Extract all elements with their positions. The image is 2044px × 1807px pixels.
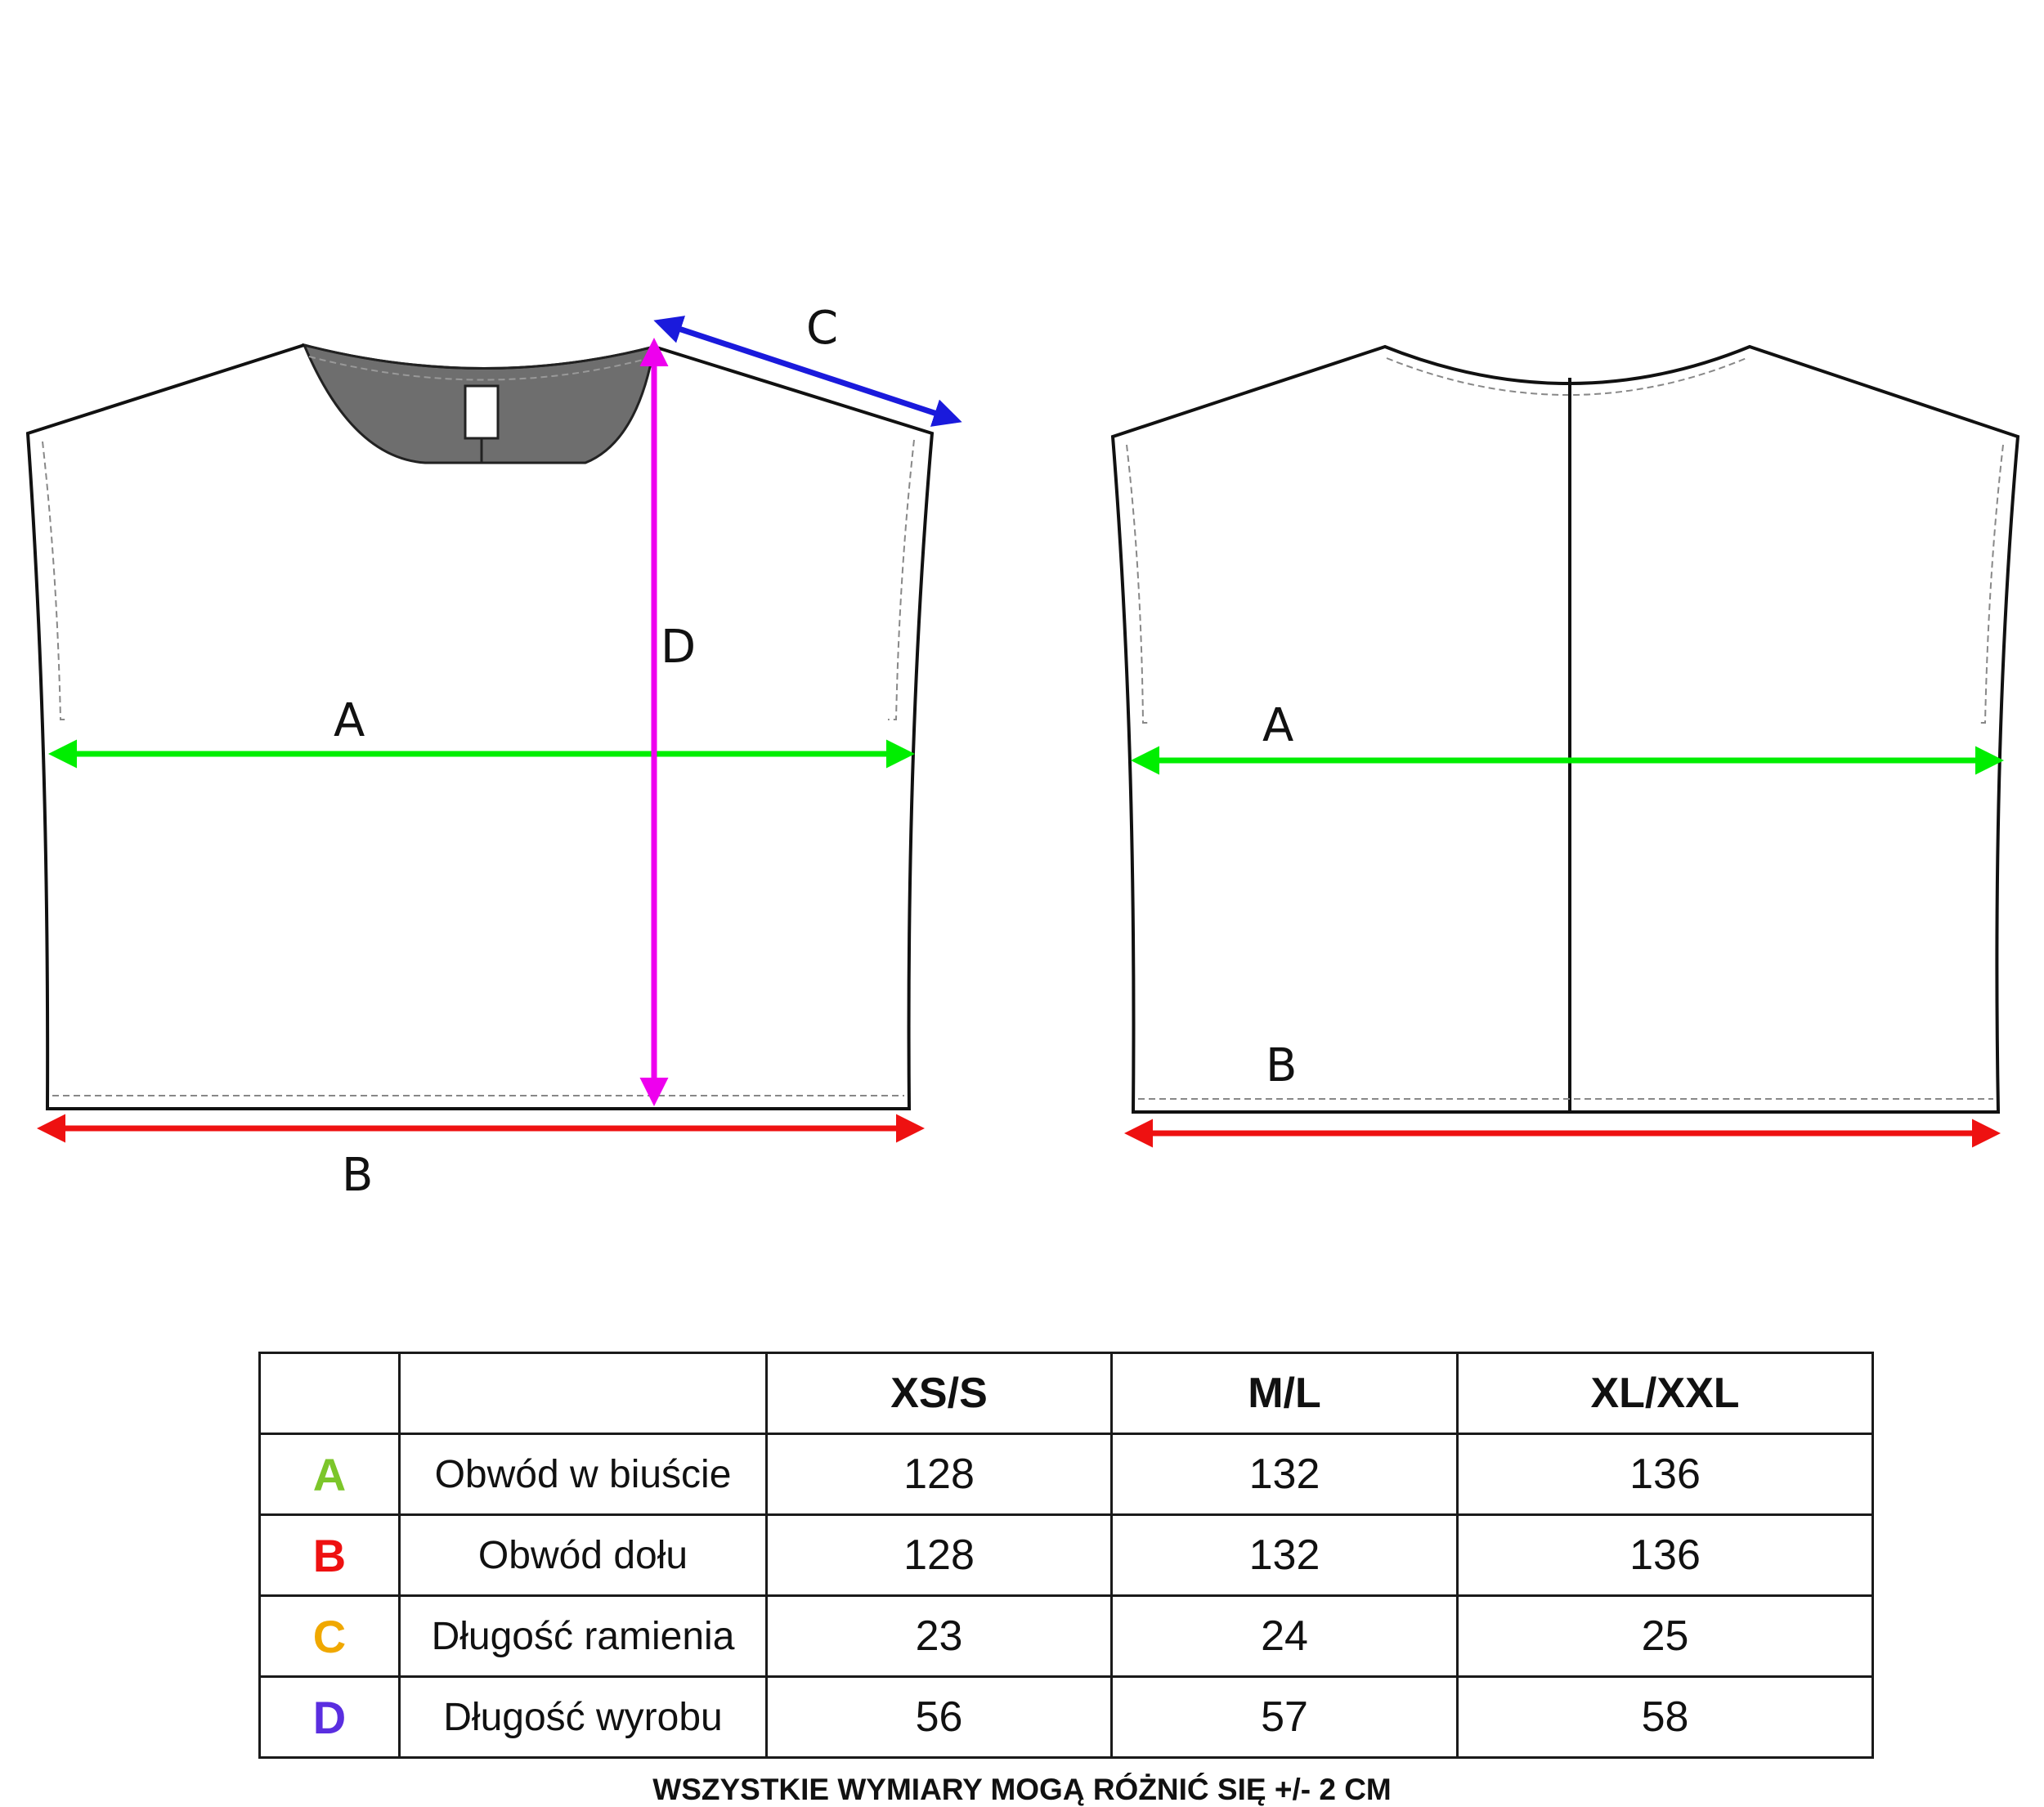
row-letter: D — [258, 1675, 401, 1759]
row-value: 132 — [1110, 1433, 1459, 1516]
front-label-b: B — [342, 1149, 373, 1202]
row-measure-name: Długość ramienia — [398, 1594, 768, 1678]
back-label-b: B — [1266, 1039, 1297, 1092]
table-row: C Długość ramienia 23 24 25 — [258, 1594, 1874, 1678]
row-value: 128 — [765, 1433, 1113, 1516]
row-value: 25 — [1456, 1594, 1874, 1678]
row-value: 57 — [1110, 1675, 1459, 1759]
front-neck-binding — [303, 343, 655, 370]
front-neck-stitch — [308, 356, 650, 381]
header-size-m-l: M/L — [1110, 1352, 1459, 1435]
row-letter: C — [258, 1594, 401, 1678]
front-outline — [25, 343, 935, 1110]
row-measure-name: Obwód dołu — [398, 1513, 768, 1597]
header-size-xs-s: XS/S — [765, 1352, 1113, 1435]
table-row: D Długość wyrobu 56 57 58 — [258, 1675, 1874, 1759]
table-row: B Obwód dołu 128 132 136 — [258, 1513, 1874, 1597]
garment-diagram: A B C D A B — [25, 302, 2020, 1202]
row-value: 136 — [1456, 1513, 1874, 1597]
size-table: XS/S M/L XL/XXL A Obwód w biuście 128 13… — [258, 1352, 1874, 1759]
back-label-a: A — [1262, 699, 1293, 752]
row-value: 23 — [765, 1594, 1113, 1678]
front-label-d: D — [661, 621, 696, 674]
header-size-xl-xxl: XL/XXL — [1456, 1352, 1874, 1435]
row-value: 132 — [1110, 1513, 1459, 1597]
row-measure-name: Długość wyrobu — [398, 1675, 768, 1759]
front-placket — [464, 384, 500, 440]
row-value: 58 — [1456, 1675, 1874, 1759]
back-neck-stitch — [1386, 357, 1747, 396]
row-measure-name: Obwód w biuście — [398, 1433, 768, 1516]
row-letter: A — [258, 1433, 401, 1516]
front-label-a: A — [334, 694, 365, 747]
row-value: 56 — [765, 1675, 1113, 1759]
row-value: 128 — [765, 1513, 1113, 1597]
back-view: A B — [1110, 344, 2020, 1148]
back-left-armhole-stitch — [1126, 444, 1151, 724]
back-right-armhole-stitch — [1977, 444, 2004, 724]
row-value: 136 — [1456, 1433, 1874, 1516]
header-cell — [398, 1352, 768, 1435]
front-left-armhole-stitch — [42, 441, 69, 720]
table-row: A Obwód w biuście 128 132 136 — [258, 1433, 1874, 1516]
footnote: WSZYSTKIE WYMIARY MOGĄ RÓŻNIĆ SIĘ +/- 2 … — [652, 1773, 1392, 1806]
front-arrow-c — [653, 316, 962, 427]
front-view: A B C D — [25, 302, 962, 1202]
row-value: 24 — [1110, 1594, 1459, 1678]
table-header-row: XS/S M/L XL/XXL — [258, 1352, 1874, 1435]
row-letter: B — [258, 1513, 401, 1597]
header-cell — [258, 1352, 401, 1435]
back-outline — [1110, 344, 2020, 1114]
front-right-armhole-stitch — [888, 439, 915, 720]
front-label-c: C — [806, 302, 838, 355]
